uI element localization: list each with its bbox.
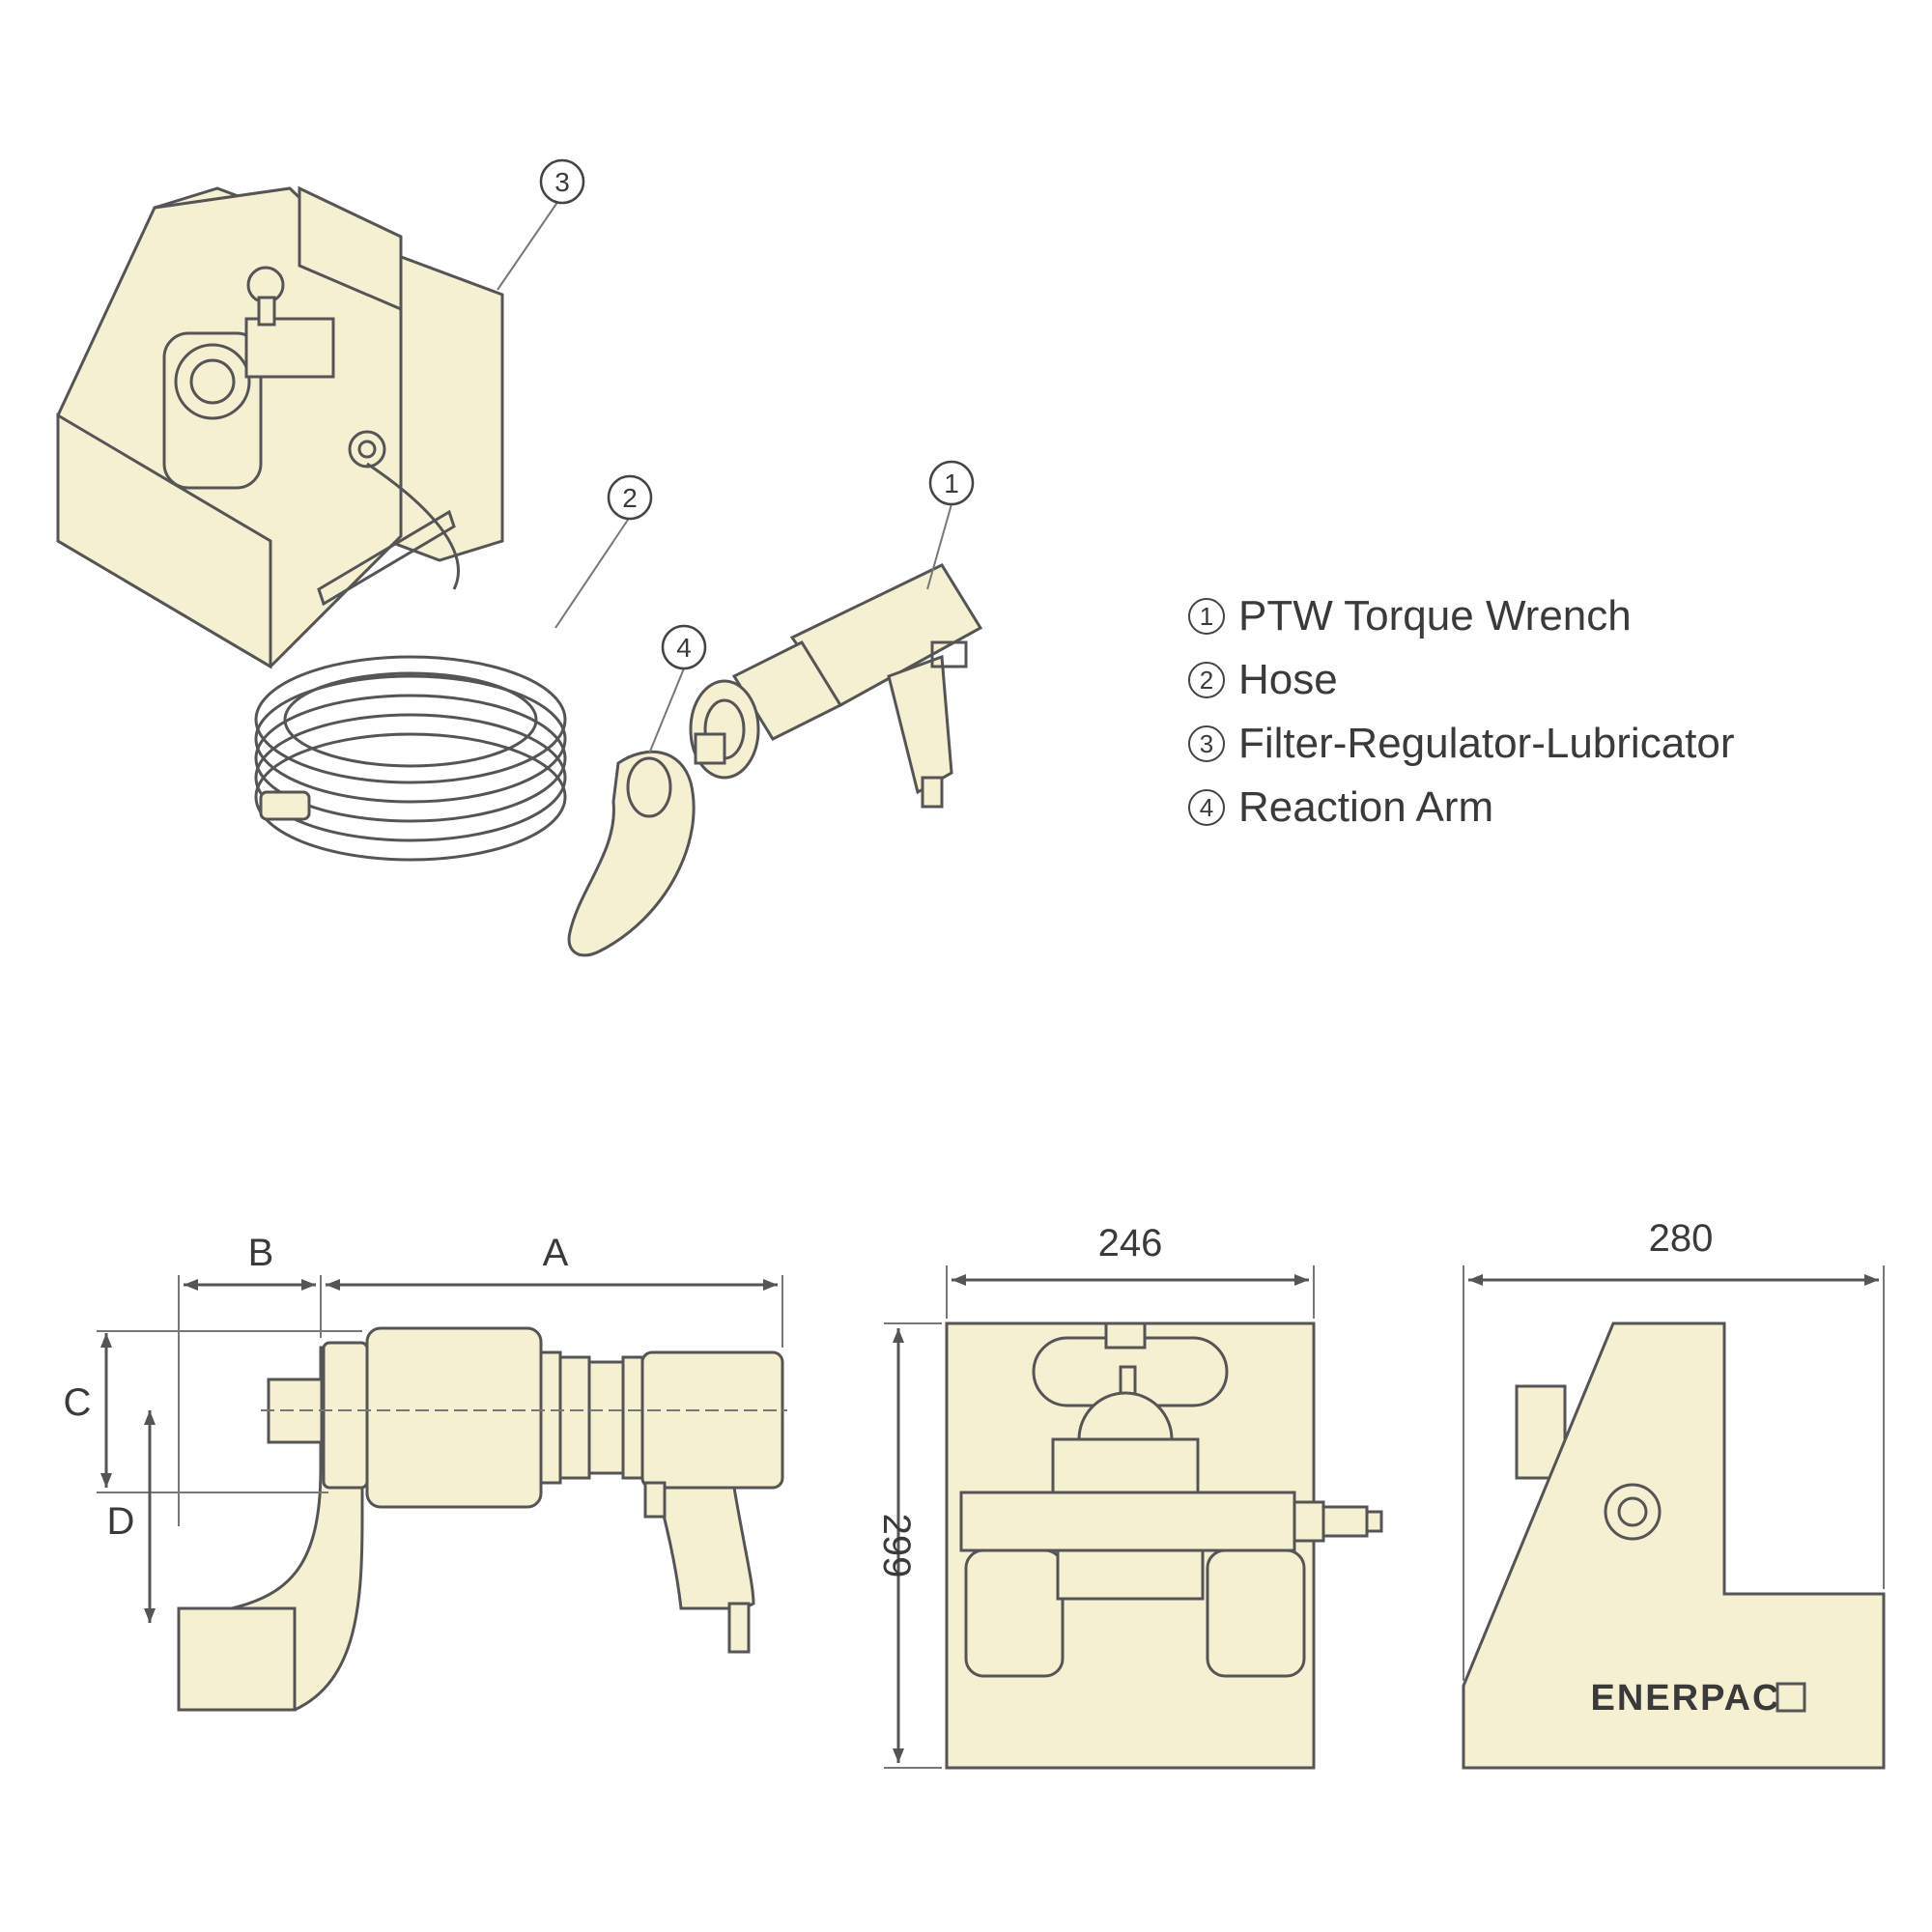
callout-1 — [928, 460, 975, 506]
dim-C-label: C — [64, 1381, 92, 1424]
callout-1-label: 1 — [944, 469, 959, 498]
callout-3-label: 3 — [554, 167, 570, 197]
legend-label: Hose — [1238, 656, 1338, 703]
dim-frl-front-width-label: 246 — [1098, 1222, 1163, 1264]
wrench-dimension-lines: B A C D — [64, 1232, 783, 1623]
dim-A-label: A — [543, 1232, 569, 1274]
frl-unit-isometric — [56, 185, 504, 669]
dim-frl-side-width-label: 280 — [1649, 1217, 1714, 1260]
reaction-arm-isometric — [567, 750, 696, 957]
frl-side-dimension-lines: 280 — [1463, 1217, 1885, 1681]
legend-item: 4 Reaction Arm — [1188, 776, 1816, 839]
callout-4-label: 4 — [676, 633, 692, 663]
parts-legend: 1 PTW Torque Wrench 2 Hose 3 Filter-Regu… — [1188, 584, 1816, 855]
legend-number: 2 — [1188, 662, 1225, 698]
legend-number: 1 — [1188, 598, 1225, 635]
callouts: 3 2 4 1 — [497, 158, 975, 754]
legend-item: 2 Hose — [1188, 648, 1816, 712]
legend-item: 1 PTW Torque Wrench — [1188, 584, 1816, 648]
dim-D-label: D — [107, 1500, 135, 1543]
legend-label: PTW Torque Wrench — [1238, 592, 1632, 639]
callout-3 — [539, 158, 585, 205]
wrench-side-view — [177, 1326, 787, 1712]
callout-4 — [661, 624, 707, 670]
frl-front-view — [945, 1321, 1383, 1770]
callout-2-label: 2 — [622, 483, 638, 513]
legend-number: 3 — [1188, 725, 1225, 762]
enerpac-logo: ENERPAC — [1591, 1678, 1781, 1719]
legend-item: 3 Filter-Regulator-Lubricator — [1188, 712, 1816, 776]
callout-2 — [607, 474, 653, 521]
frl-side-view: ENERPAC — [1462, 1321, 1886, 1770]
frl-front-dimension-lines: 246 299 — [875, 1222, 1315, 1769]
legend-number: 4 — [1188, 789, 1225, 826]
hose-coil — [254, 462, 567, 862]
dim-B-label: B — [248, 1232, 274, 1274]
legend-label: Filter-Regulator-Lubricator — [1238, 720, 1735, 767]
dim-frl-height-label: 299 — [875, 1514, 918, 1578]
torque-wrench-isometric — [689, 563, 983, 809]
legend-label: Reaction Arm — [1238, 783, 1494, 831]
